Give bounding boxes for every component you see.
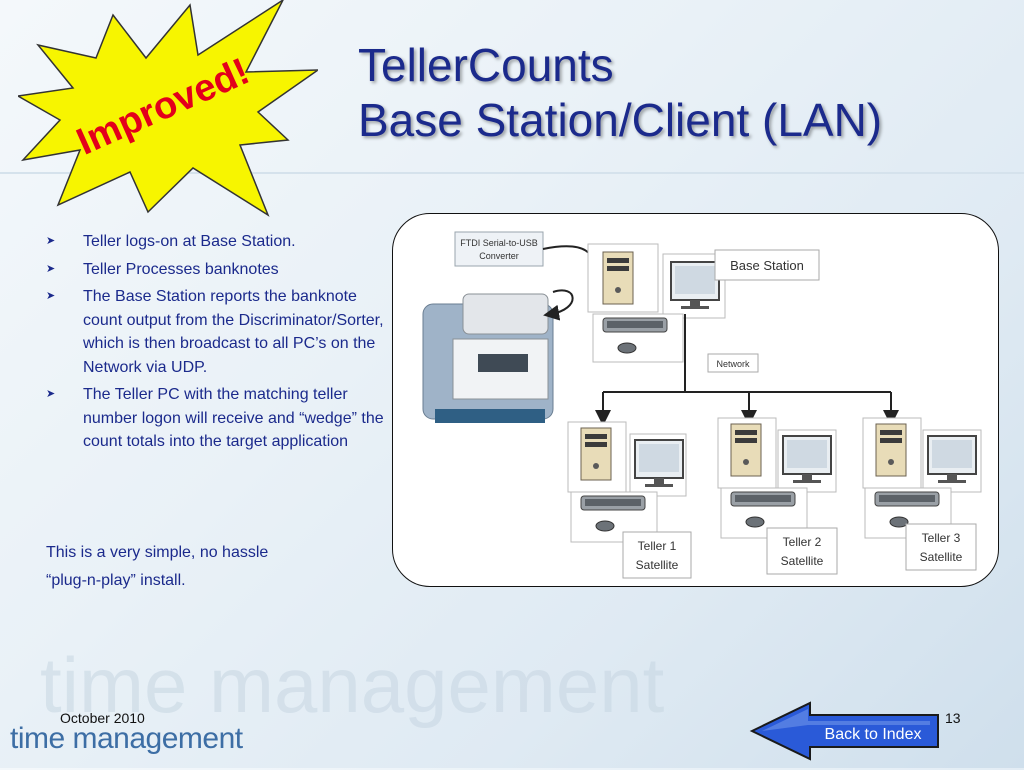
- install-note: This is a very simple, no hassle “plug-n…: [46, 539, 366, 595]
- teller-2-pc-icon: [717, 417, 837, 539]
- bullet-text: The Base Station reports the banknote co…: [83, 288, 384, 376]
- teller-2-label-line-1: Teller 2: [783, 535, 822, 549]
- back-to-index-button[interactable]: Back to Index: [740, 697, 940, 765]
- network-diagram-panel: FTDI Serial-to-USB Converter Base Statio…: [392, 213, 999, 587]
- network-label: Network: [716, 359, 750, 369]
- bullet-text: Teller logs-on at Base Station.: [83, 233, 296, 250]
- bullet-text: The Teller PC with the matching teller n…: [83, 386, 384, 450]
- converter-label-line-1: FTDI Serial-to-USB: [460, 238, 538, 248]
- improved-starburst-icon: Improved!: [18, 0, 318, 217]
- footer-date: October 2010: [60, 710, 145, 726]
- page-number: 13: [945, 710, 961, 726]
- teller-1-label-box: [622, 531, 692, 579]
- list-item: ➤ Teller logs-on at Base Station.: [46, 230, 386, 254]
- bullet-text: Teller Processes banknotes: [83, 260, 279, 278]
- brand-logo-text: time management: [10, 722, 243, 755]
- note-line-2: “plug-n-play” install.: [46, 572, 186, 589]
- list-item: ➤ The Teller PC with the matching teller …: [46, 383, 386, 454]
- network-label-box: [707, 353, 759, 373]
- background-watermark: time management: [40, 641, 665, 729]
- teller-1-label-line-2: Satellite: [636, 558, 679, 572]
- teller-3-pc-icon: [862, 417, 982, 539]
- back-arrow-icon: [749, 701, 939, 761]
- teller-3-label-box: [905, 523, 977, 571]
- base-station-label-box: [714, 249, 820, 281]
- converter-label-line-2: Converter: [479, 251, 519, 261]
- base-station-pc-icon: [587, 243, 726, 363]
- teller-2-label-box: [766, 527, 838, 575]
- teller-3-label-line-2: Satellite: [920, 550, 963, 564]
- banknote-sorter-icon: [422, 293, 554, 423]
- teller-1-pc-icon: [567, 421, 687, 543]
- title-line-1: TellerCounts: [358, 39, 614, 91]
- teller-3-label-line-1: Teller 3: [922, 531, 961, 545]
- back-to-index-label: Back to Index: [824, 726, 922, 743]
- note-line-1: This is a very simple, no hassle: [46, 544, 269, 561]
- base-station-label: Base Station: [730, 258, 804, 273]
- teller-2-label-line-2: Satellite: [781, 554, 824, 568]
- bullet-arrow-icon: ➤: [46, 262, 56, 275]
- converter-box: FTDI Serial-to-USB Converter: [454, 231, 544, 267]
- usb-cable-line: [542, 245, 596, 270]
- list-item: ➤ The Base Station reports the banknote c…: [46, 285, 386, 379]
- bullet-list: ➤ Teller logs-on at Base Station. ➤ Teller…: [46, 230, 386, 458]
- title-line-2: Base Station/Client (LAN): [358, 94, 883, 146]
- bullet-arrow-icon: ➤: [46, 235, 56, 247]
- page-title: TellerCounts Base Station/Client (LAN): [358, 38, 882, 148]
- header-divider: [0, 172, 1024, 174]
- bullet-arrow-icon: ➤: [46, 388, 56, 400]
- network-diagram: FTDI Serial-to-USB Converter Base Statio…: [422, 231, 982, 579]
- list-item: ➤ Teller Processes banknotes: [46, 258, 386, 282]
- serial-cable-line: [543, 289, 574, 321]
- teller-1-label-line-1: Teller 1: [638, 539, 677, 553]
- bullet-arrow-icon: ➤: [46, 290, 56, 302]
